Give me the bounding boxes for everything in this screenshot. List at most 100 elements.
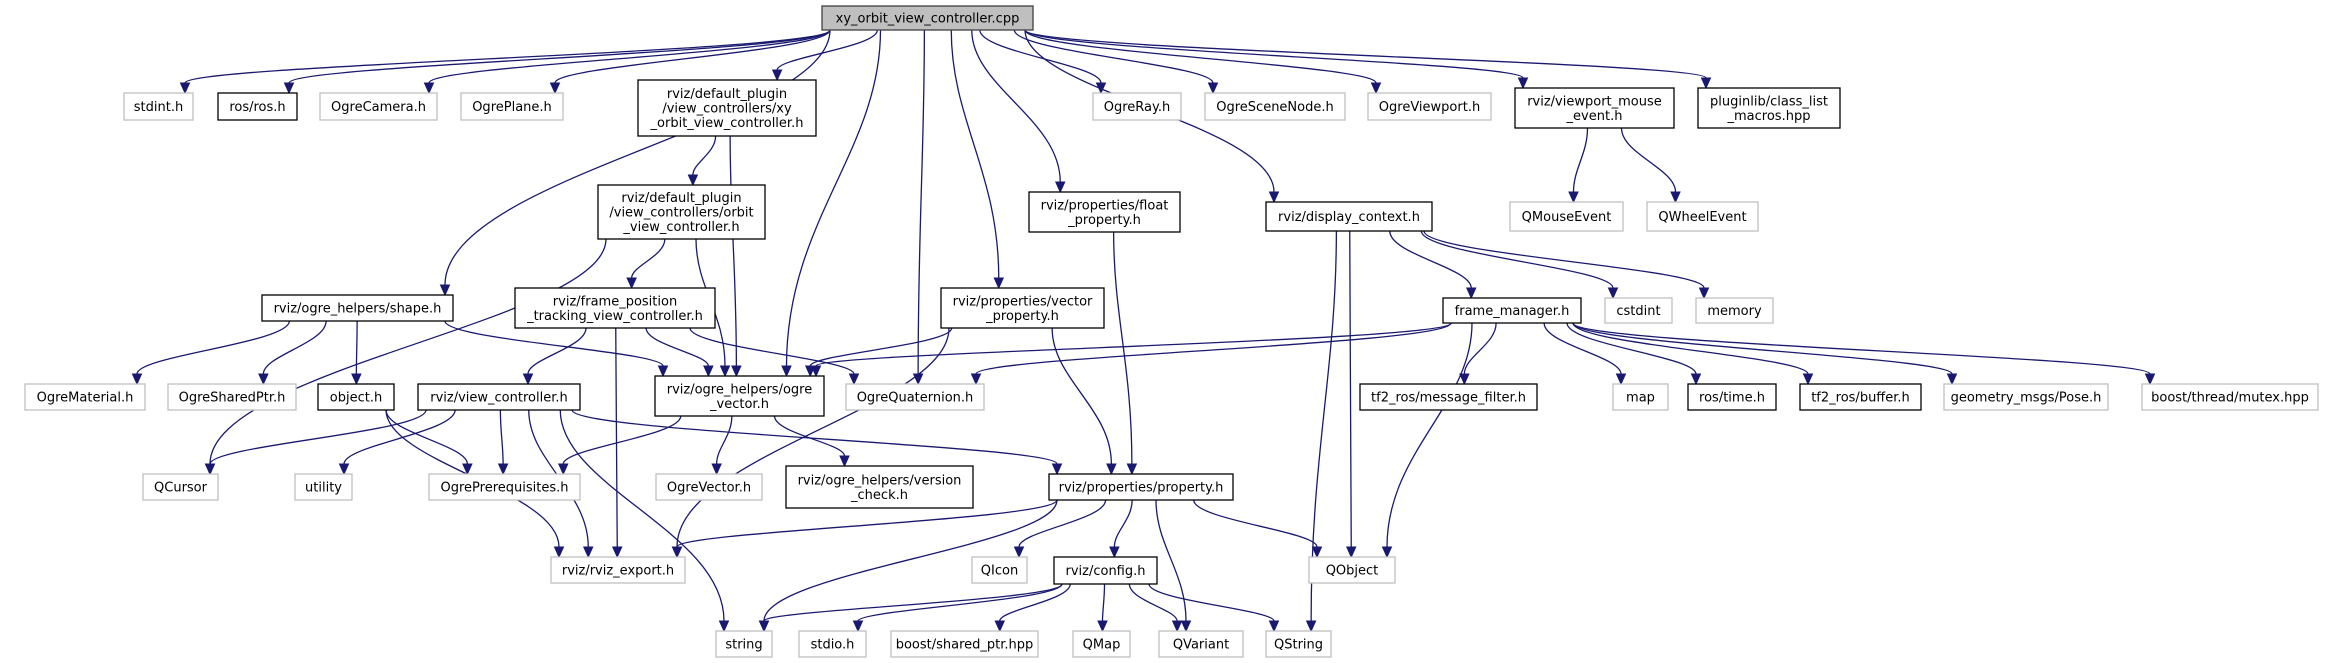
node-box: [971, 556, 1028, 584]
arrowhead-icon: [719, 365, 731, 378]
node-vector-property[interactable]: rviz/properties/vector_property.h: [940, 287, 1105, 329]
node-ros-ros-h[interactable]: ros/ros.h: [217, 92, 298, 121]
node-ogre-vector-h[interactable]: rviz/ogre_helpers/ogre_vector.h: [654, 375, 825, 417]
edge-line: [1389, 230, 1472, 289]
edge-frame-manager-to-map: [1543, 322, 1627, 386]
node-box: [261, 294, 454, 322]
node-box: [142, 473, 219, 501]
edge-vector-property-to-property-h: [1051, 327, 1117, 476]
node-box: [1048, 473, 1234, 501]
node-box: [1604, 297, 1673, 324]
arrowhead-icon: [179, 82, 191, 95]
node-label: _check.h: [850, 488, 908, 503]
node-orbit-view-controller[interactable]: rviz/default_plugin/view_controllers/orb…: [597, 184, 766, 240]
node-ogre-plane: OgrePlane.h: [460, 92, 564, 121]
node-float-property[interactable]: rviz/properties/float_property.h: [1028, 191, 1181, 233]
edge-line: [676, 327, 950, 548]
node-box: [1612, 383, 1669, 411]
node-box: [1697, 87, 1841, 129]
arrowhead-icon: [970, 373, 982, 386]
edge-orbit-view-controller-to-qcursor: [204, 238, 607, 476]
arrowhead-icon: [703, 365, 714, 378]
node-boost-mutex: boost/thread/mutex.hpp: [2141, 383, 2319, 411]
node-box: [417, 383, 581, 411]
node-class-list-macros[interactable]: pluginlib/class_list_macros.hpp: [1697, 87, 1841, 129]
edge-line: [1148, 583, 1275, 622]
node-object-h[interactable]: object.h: [317, 383, 395, 411]
node-rviz-export: rviz/rviz_export.h: [550, 556, 686, 584]
node-ogre-ray: OgreRay.h: [1092, 92, 1182, 121]
node-label: rviz/frame_position: [553, 294, 677, 309]
edge-frame-manager-to-ogre-quaternion: [970, 322, 1452, 386]
node-qicon: QIcon: [971, 556, 1028, 584]
arrowhead-icon: [131, 373, 143, 386]
arrowhead-icon: [1126, 463, 1138, 476]
edge-line: [645, 327, 710, 367]
arrowhead-icon: [1370, 82, 1382, 95]
node-xy-orbit-h[interactable]: rviz/default_plugin/view_controllers/xy_…: [637, 79, 817, 137]
arrowhead-icon: [1051, 463, 1063, 476]
node-label: /view_controllers/orbit: [609, 206, 753, 221]
edge-line: [444, 29, 831, 286]
node-config-h[interactable]: rviz/config.h: [1053, 556, 1158, 585]
node-frame-manager[interactable]: frame_manager.h: [1442, 297, 1582, 324]
node-label: xy_orbit_view_controller.cpp: [836, 12, 1020, 27]
arrowhead-icon: [611, 546, 623, 559]
node-label: OgreSharedPtr.h: [179, 391, 286, 406]
node-label: rviz/ogre_helpers/shape.h: [274, 302, 442, 317]
edge-line: [1024, 29, 1377, 84]
edge-line: [1572, 322, 2151, 375]
edge-line: [527, 327, 587, 375]
edge-line: [1024, 29, 1524, 79]
node-label: QMouseEvent: [1522, 210, 1612, 225]
node-box: [550, 556, 686, 584]
node-display-context[interactable]: rviz/display_context.h: [1265, 201, 1433, 232]
arrowhead-icon: [497, 463, 509, 476]
node-memory: memory: [1695, 297, 1774, 324]
edge-frame-position-to-ogre-quaternion: [689, 327, 860, 386]
node-box: [637, 79, 817, 137]
node-ogre-material: OgreMaterial.h: [24, 383, 146, 411]
node-tf2-buffer[interactable]: tf2_ros/buffer.h: [1799, 383, 1922, 411]
node-message-filter[interactable]: tf2_ros/message_filter.h: [1359, 383, 1538, 411]
edge-root-to-viewport-mouse-event: [1024, 29, 1529, 90]
node-ros-time[interactable]: ros/time.h: [1687, 383, 1777, 411]
edge-line: [444, 320, 664, 367]
node-label: OgreCamera.h: [331, 100, 426, 115]
node-box: [1799, 383, 1922, 411]
node-box: [428, 473, 581, 501]
node-label: OgrePlane.h: [472, 100, 552, 115]
edge-orbit-view-controller-to-frame-position: [626, 238, 666, 290]
edge-line: [1193, 499, 1318, 548]
node-box: [294, 473, 353, 501]
edge-vector-property-to-rviz-export: [671, 327, 950, 559]
arrowhead-icon: [351, 373, 362, 386]
node-label: OgreQuaternion.h: [857, 391, 974, 406]
node-ogre-viewport: OgreViewport.h: [1367, 92, 1492, 121]
node-box: [654, 375, 825, 417]
node-box: [1687, 383, 1777, 411]
edge-float-property-to-property-h: [1112, 231, 1138, 476]
node-viewport-mouse-event[interactable]: rviz/viewport_mouse_event.h: [1514, 87, 1675, 129]
node-stdio-h: stdio.h: [798, 630, 867, 658]
edge-line: [1423, 230, 1705, 289]
edge-root-to-ogre-vector-h: [781, 29, 882, 378]
edge-line: [1572, 127, 1589, 193]
node-ogre-sharedptr: OgreSharedPtr.h: [167, 383, 297, 411]
node-frame-position[interactable]: rviz/frame_position_tracking_view_contro…: [514, 287, 716, 329]
arrowhead-icon: [993, 277, 1005, 290]
node-version-check[interactable]: rviz/ogre_helpers/version_check.h: [785, 465, 974, 509]
arrowhead-icon: [1311, 546, 1323, 559]
node-box: [167, 383, 297, 411]
node-shape-h[interactable]: rviz/ogre_helpers/shape.h: [261, 294, 454, 322]
arrowhead-icon: [204, 463, 216, 476]
edge-ogre-vector-h-to-ogre-prerequisites: [557, 415, 682, 476]
node-property-h[interactable]: rviz/properties/property.h: [1048, 473, 1234, 501]
edge-line: [999, 583, 1071, 622]
edge-shape-h-to-ogre-material: [131, 320, 291, 386]
node-ogre-quaternion: OgreQuaternion.h: [845, 383, 985, 411]
node-box: [1072, 630, 1131, 658]
node-root[interactable]: xy_orbit_view_controller.cpp: [821, 5, 1034, 31]
node-view-controller[interactable]: rviz/view_controller.h: [417, 383, 581, 411]
